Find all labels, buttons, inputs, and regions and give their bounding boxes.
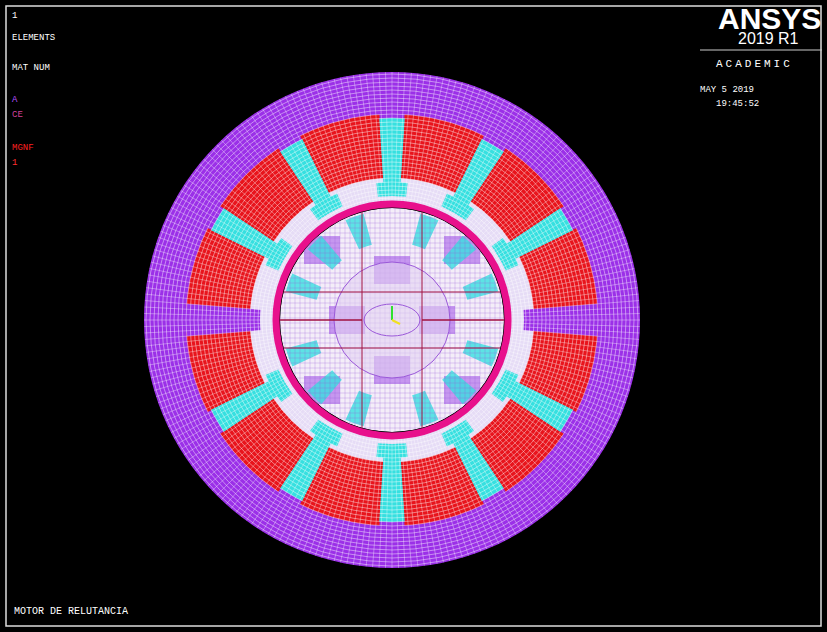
rotor-wedge — [412, 214, 438, 250]
legend-text: MGNF — [12, 144, 34, 154]
rotor-wedge — [308, 370, 342, 404]
rotor-wedge — [442, 370, 476, 404]
rotor-wedge — [463, 340, 499, 366]
rotor-wedge — [286, 274, 322, 300]
stator-yoke — [144, 72, 640, 568]
mesh-spoke — [144, 72, 640, 568]
legend-text: ELEMENTS — [12, 34, 55, 44]
rotor-boundary-lines — [280, 208, 504, 432]
viewport-frame — [6, 6, 821, 626]
rotor-wedge — [463, 274, 499, 300]
legend-text: MAT NUM — [12, 64, 50, 74]
shaft-contour — [364, 304, 420, 336]
rotor-wedge — [346, 391, 372, 427]
rotor-mesh-lines — [280, 208, 504, 432]
rotor-wedge — [412, 391, 438, 427]
rotor-wedge — [286, 340, 322, 366]
logo-rule — [700, 50, 822, 51]
logo-text: MAY 5 2019 — [700, 86, 754, 96]
plot-caption: MOTOR DE RELUTANCIA — [14, 606, 128, 617]
legend-text: 1 — [12, 159, 17, 169]
rotor-wedge — [346, 214, 372, 250]
legend-text: 1 — [12, 12, 17, 22]
logo-text: 19:45:52 — [716, 100, 759, 110]
rotor-wedge — [442, 236, 476, 270]
axis-triad — [392, 320, 400, 324]
legend-text: CE — [12, 111, 23, 121]
rotor-wedge — [308, 236, 342, 270]
stator-mesh-lines — [144, 72, 640, 568]
motor-mesh — [144, 72, 640, 568]
legend-text: A — [12, 96, 17, 106]
rotor-body — [280, 208, 504, 432]
logo-text: 2019 R1 — [738, 30, 799, 48]
axis-triad — [391, 306, 393, 320]
logo-text: ACADEMIC — [716, 58, 793, 70]
rotor — [280, 208, 504, 432]
airgap-ring — [276, 204, 508, 436]
